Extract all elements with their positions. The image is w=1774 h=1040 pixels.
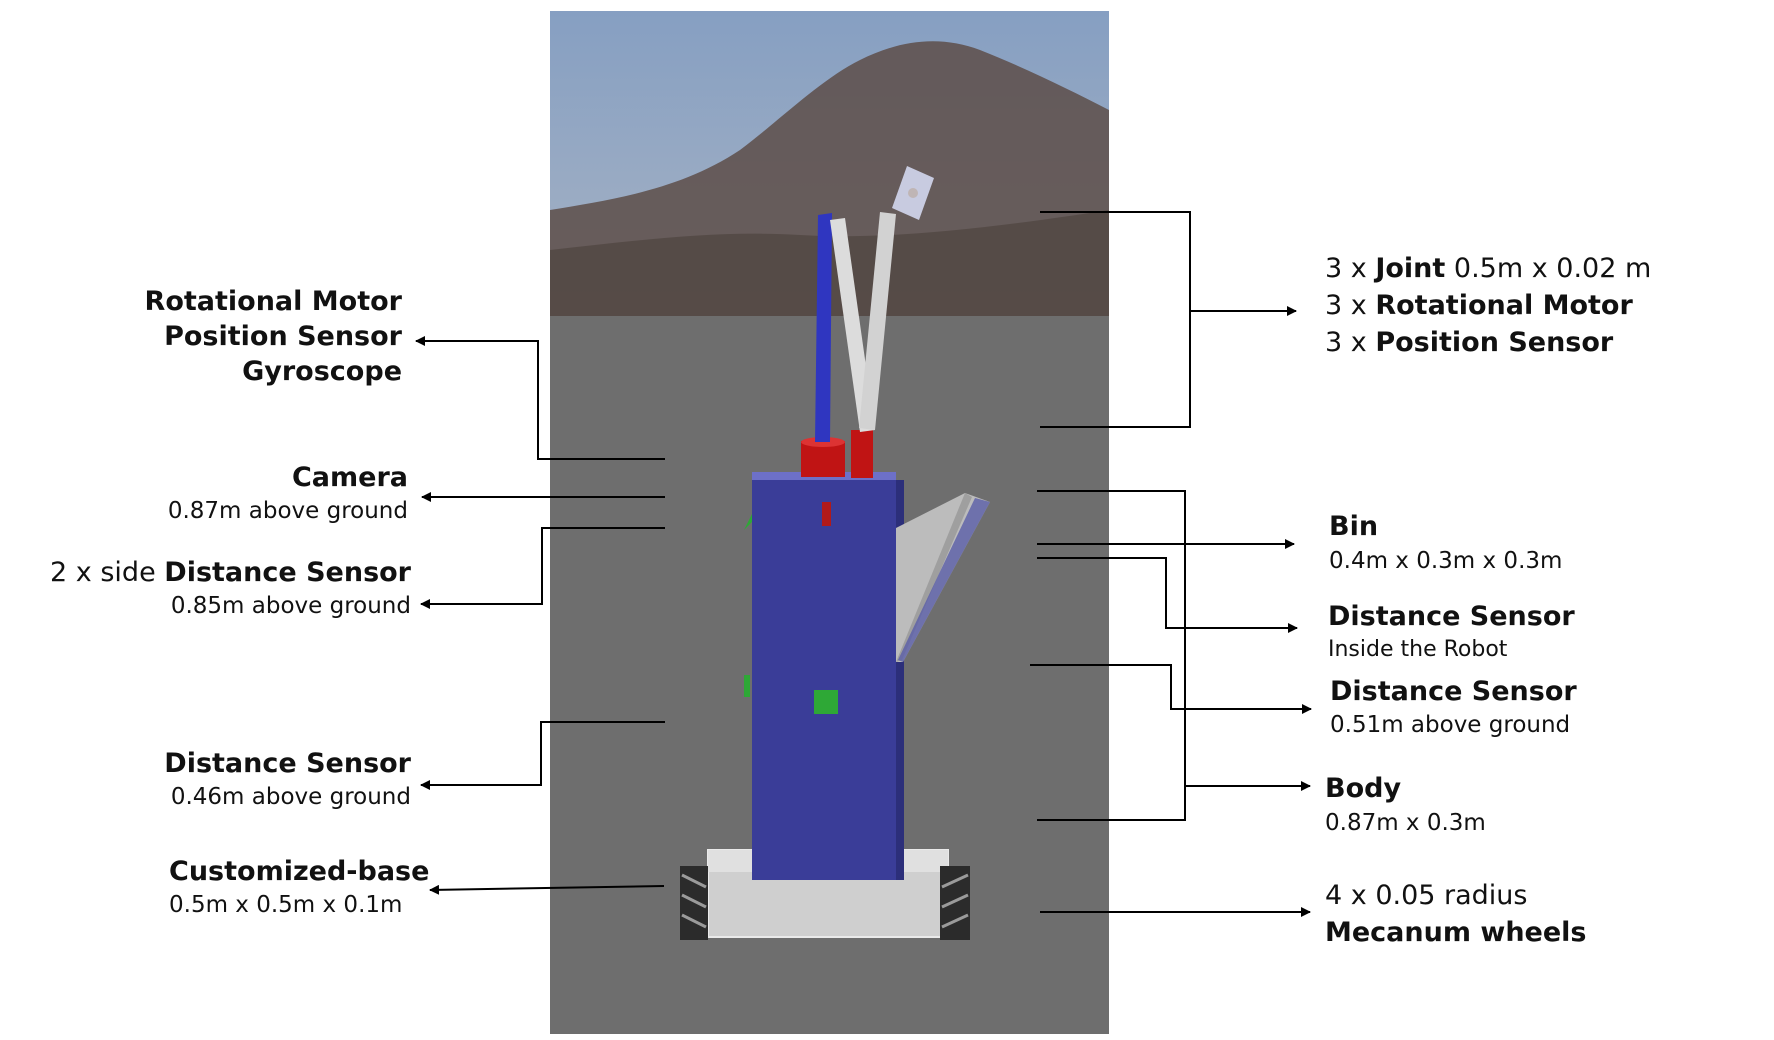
side-distance-sensor-low xyxy=(744,675,750,697)
label-arm-joint-prefix: 3 x xyxy=(1325,253,1375,284)
label-mid-sensor-group: Distance Sensor 0.51m above ground xyxy=(1330,676,1577,738)
label-wheels-radius: 4 x 0.05 radius xyxy=(1325,880,1587,911)
label-bin-group: Bin 0.4m x 0.3m x 0.3m xyxy=(1329,511,1562,574)
label-base-group: Customized-base 0.5m x 0.5m x 0.1m xyxy=(169,856,429,918)
label-camera-detail: 0.87m above ground xyxy=(168,498,408,524)
label-mid-sensor-title: Distance Sensor xyxy=(1330,676,1577,707)
label-arm-joint: Joint xyxy=(1375,253,1445,284)
label-left-motor-group: Rotational Motor Position Sensor Gyrosco… xyxy=(145,286,402,387)
label-inside-sensor-group: Distance Sensor Inside the Robot xyxy=(1328,601,1575,662)
label-side-sensor-group: 2 x side Distance Sensor 0.85m above gro… xyxy=(50,557,411,619)
rotational-motor-joint xyxy=(851,430,873,478)
label-base-title: Customized-base xyxy=(169,856,429,887)
label-arm-motor-prefix: 3 x xyxy=(1325,290,1375,321)
label-arm-group: 3 x Joint 0.5m x 0.02 m 3 x Rotational M… xyxy=(1325,253,1651,358)
label-side-sensor-title: Distance Sensor xyxy=(164,557,411,588)
label-body-detail: 0.87m x 0.3m xyxy=(1325,810,1486,836)
label-arm-motor: Rotational Motor xyxy=(1375,290,1632,321)
label-mid-sensor-detail: 0.51m above ground xyxy=(1330,712,1577,738)
label-inside-sensor-title: Distance Sensor xyxy=(1328,601,1575,632)
label-low-sensor-detail: 0.46m above ground xyxy=(164,784,411,810)
label-body-title: Body xyxy=(1325,773,1486,804)
label-camera-group: Camera 0.87m above ground xyxy=(168,462,408,524)
label-arm-joint-size: 0.5m x 0.02 m xyxy=(1445,253,1651,284)
label-rotational-motor: Rotational Motor xyxy=(145,286,402,317)
body xyxy=(752,476,896,880)
label-body-group: Body 0.87m x 0.3m xyxy=(1325,773,1486,836)
label-side-sensor-detail: 0.85m above ground xyxy=(50,593,411,619)
label-low-sensor-group: Distance Sensor 0.46m above ground xyxy=(164,748,411,810)
label-camera-title: Camera xyxy=(168,462,408,493)
label-base-detail: 0.5m x 0.5m x 0.1m xyxy=(169,892,429,918)
label-side-sensor-prefix: 2 x side xyxy=(50,557,164,588)
label-gyroscope: Gyroscope xyxy=(145,356,402,387)
label-low-sensor-title: Distance Sensor xyxy=(164,748,411,779)
label-position-sensor: Position Sensor xyxy=(145,321,402,352)
label-bin-title: Bin xyxy=(1329,511,1562,542)
front-distance-sensor xyxy=(814,690,838,714)
label-inside-sensor-detail: Inside the Robot xyxy=(1328,637,1575,662)
label-bin-detail: 0.4m x 0.3m x 0.3m xyxy=(1329,548,1562,574)
camera xyxy=(822,502,831,526)
label-arm-sensor: Position Sensor xyxy=(1375,327,1613,358)
label-wheels-name: Mecanum wheels xyxy=(1325,917,1587,948)
label-arm-sensor-prefix: 3 x xyxy=(1325,327,1375,358)
label-wheels-group: 4 x 0.05 radius Mecanum wheels xyxy=(1325,880,1587,948)
